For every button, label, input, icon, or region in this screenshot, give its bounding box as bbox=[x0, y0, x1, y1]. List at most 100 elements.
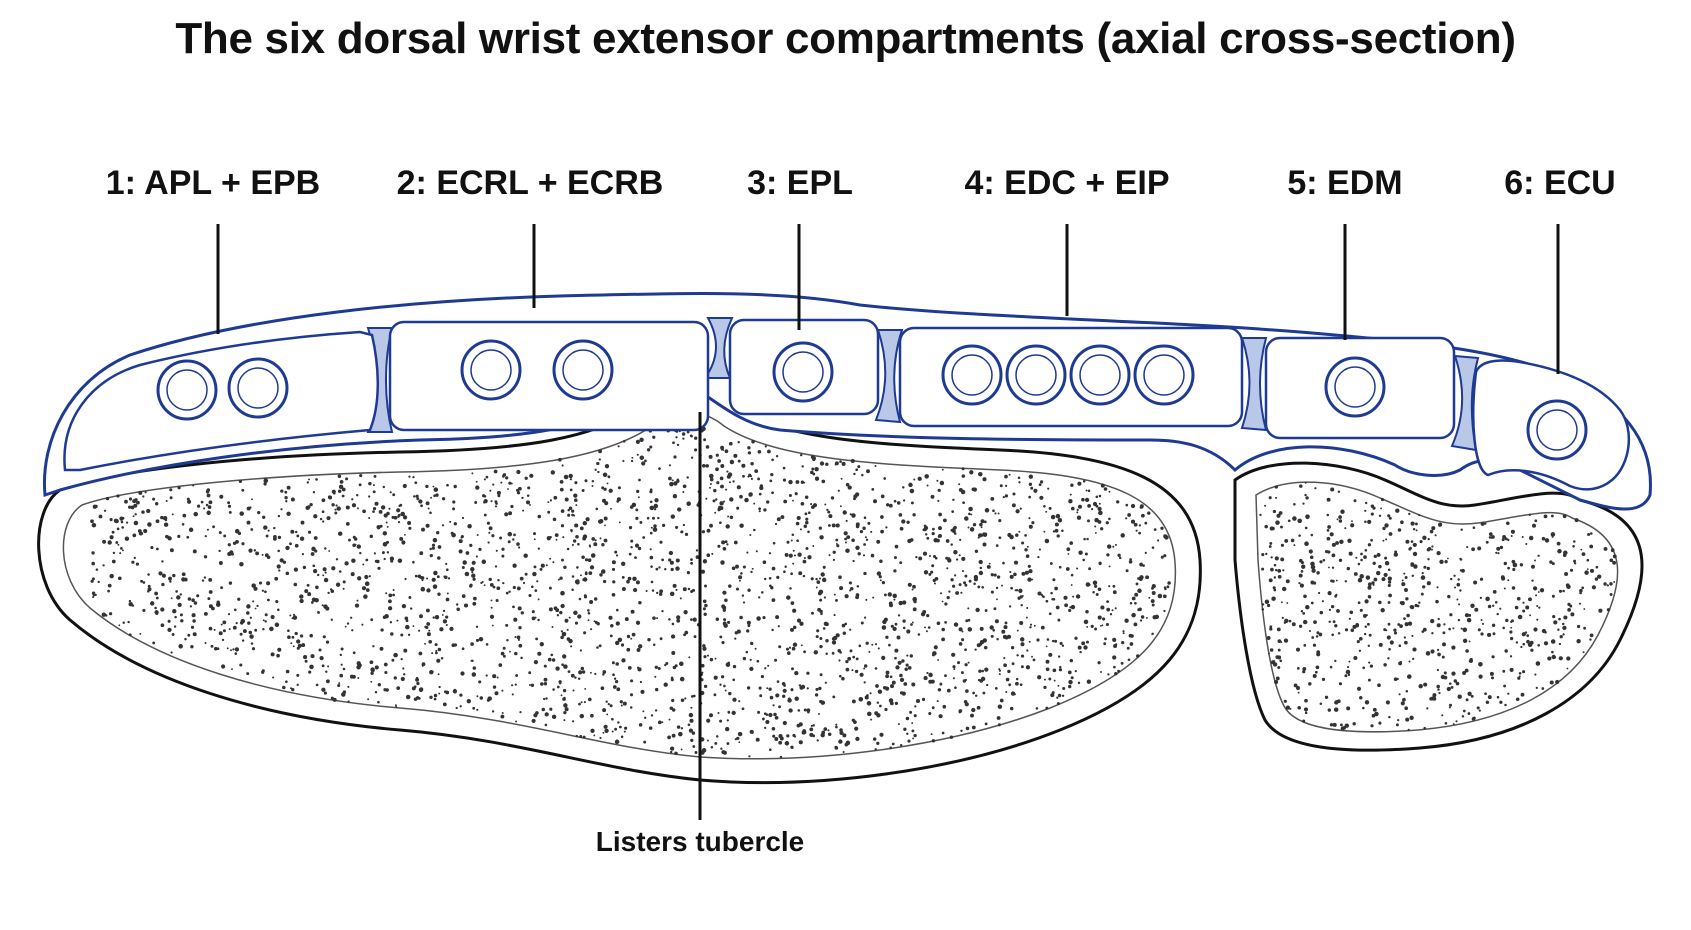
stipple-dot bbox=[385, 592, 388, 595]
stipple-dot bbox=[692, 617, 697, 622]
stipple-dot bbox=[909, 710, 913, 714]
stipple-dot bbox=[994, 619, 999, 624]
stipple-dot bbox=[1324, 695, 1329, 699]
stipple-dot bbox=[755, 737, 760, 742]
stipple-dot bbox=[495, 549, 498, 552]
stipple-dot bbox=[969, 527, 975, 532]
stipple-dot bbox=[491, 624, 494, 627]
stipple-dot bbox=[169, 488, 173, 492]
stipple-dot bbox=[1077, 481, 1082, 486]
stipple-dot bbox=[354, 603, 360, 608]
stipple-dot bbox=[552, 688, 555, 691]
stipple-dot bbox=[1382, 539, 1385, 542]
stipple-dot bbox=[971, 707, 976, 713]
stipple-dot bbox=[382, 542, 388, 547]
stipple-dot bbox=[472, 601, 477, 606]
stipple-dot bbox=[709, 486, 711, 489]
stipple-dot bbox=[392, 493, 396, 497]
stipple-dot bbox=[1507, 566, 1510, 570]
stipple-dot bbox=[854, 726, 859, 731]
stipple-dot bbox=[988, 562, 991, 565]
stipple-dot bbox=[819, 673, 823, 677]
stipple-dot bbox=[368, 575, 371, 578]
stipple-dot bbox=[620, 704, 623, 707]
stipple-dot bbox=[835, 523, 840, 528]
stipple-dot bbox=[511, 693, 514, 696]
stipple-dot bbox=[332, 697, 337, 702]
stipple-dot bbox=[941, 731, 945, 735]
stipple-dot bbox=[1134, 601, 1137, 605]
stipple-dot bbox=[936, 538, 940, 543]
stipple-dot bbox=[939, 480, 945, 486]
stipple-dot bbox=[1492, 632, 1496, 636]
stipple-dot bbox=[926, 671, 929, 675]
stipple-dot bbox=[502, 581, 505, 585]
stipple-dot bbox=[1157, 593, 1163, 599]
stipple-dot bbox=[537, 651, 542, 656]
stipple-dot bbox=[1457, 694, 1462, 699]
stipple-dot bbox=[200, 500, 204, 504]
stipple-dot bbox=[1526, 639, 1530, 644]
stipple-dot bbox=[777, 625, 780, 628]
stipple-dot bbox=[906, 654, 909, 657]
stipple-dot bbox=[91, 577, 95, 581]
stipple-dot bbox=[537, 514, 542, 519]
stipple-dot bbox=[208, 590, 213, 594]
stipple-dot bbox=[249, 616, 252, 619]
stipple-dot bbox=[897, 660, 902, 665]
stipple-dot bbox=[630, 539, 634, 543]
stipple-dot bbox=[1097, 520, 1102, 524]
stipple-dot bbox=[796, 539, 799, 543]
stipple-dot bbox=[353, 537, 358, 541]
stipple-dot bbox=[1431, 526, 1436, 531]
stipple-dot bbox=[1453, 586, 1457, 589]
stipple-dot bbox=[823, 596, 827, 599]
stipple-dot bbox=[694, 436, 698, 440]
stipple-dot bbox=[469, 584, 473, 588]
stipple-dot bbox=[686, 476, 689, 479]
stipple-dot bbox=[317, 610, 320, 614]
stipple-dot bbox=[1507, 538, 1510, 542]
stipple-dot bbox=[1504, 703, 1507, 707]
stipple-dot bbox=[587, 619, 590, 622]
stipple-dot bbox=[537, 618, 540, 622]
stipple-dot bbox=[435, 493, 439, 497]
stipple-dot bbox=[226, 647, 229, 650]
stipple-dot bbox=[1024, 570, 1029, 575]
stipple-dot bbox=[1551, 650, 1554, 654]
stipple-dot bbox=[737, 440, 740, 444]
stipple-dot bbox=[912, 607, 917, 612]
stipple-dot bbox=[799, 453, 803, 457]
stipple-dot bbox=[620, 735, 624, 739]
stipple-dot bbox=[404, 616, 409, 621]
stipple-dot bbox=[168, 576, 172, 581]
compartment-2-tendons bbox=[460, 339, 614, 401]
stipple-dot bbox=[828, 524, 831, 527]
stipple-dot bbox=[724, 689, 727, 692]
stipple-dot bbox=[907, 739, 911, 743]
stipple-dot bbox=[1261, 553, 1265, 557]
stipple-dot bbox=[1120, 533, 1125, 538]
stipple-dot bbox=[365, 558, 369, 562]
stipple-dot bbox=[1557, 628, 1560, 631]
stipple-dot bbox=[873, 499, 877, 504]
stipple-dot bbox=[1377, 683, 1381, 688]
stipple-dot bbox=[400, 511, 405, 517]
stipple-dot bbox=[1453, 574, 1456, 577]
stipple-dot bbox=[207, 505, 212, 509]
stipple-dot bbox=[1045, 645, 1048, 648]
stipple-dot bbox=[475, 480, 478, 483]
stipple-dot bbox=[1015, 681, 1019, 686]
stipple-dot bbox=[1436, 623, 1441, 628]
stipple-dot bbox=[709, 657, 714, 662]
stipple-dot bbox=[1455, 720, 1458, 723]
stipple-dot bbox=[876, 571, 882, 576]
stipple-dot bbox=[119, 552, 122, 555]
stipple-dot bbox=[431, 546, 435, 550]
stipple-dot bbox=[1039, 495, 1044, 500]
stipple-dot bbox=[152, 641, 156, 645]
stipple-dot bbox=[525, 500, 531, 505]
stipple-dot bbox=[1347, 538, 1352, 543]
stipple-dot bbox=[1074, 669, 1077, 673]
stipple-dot bbox=[979, 626, 984, 631]
